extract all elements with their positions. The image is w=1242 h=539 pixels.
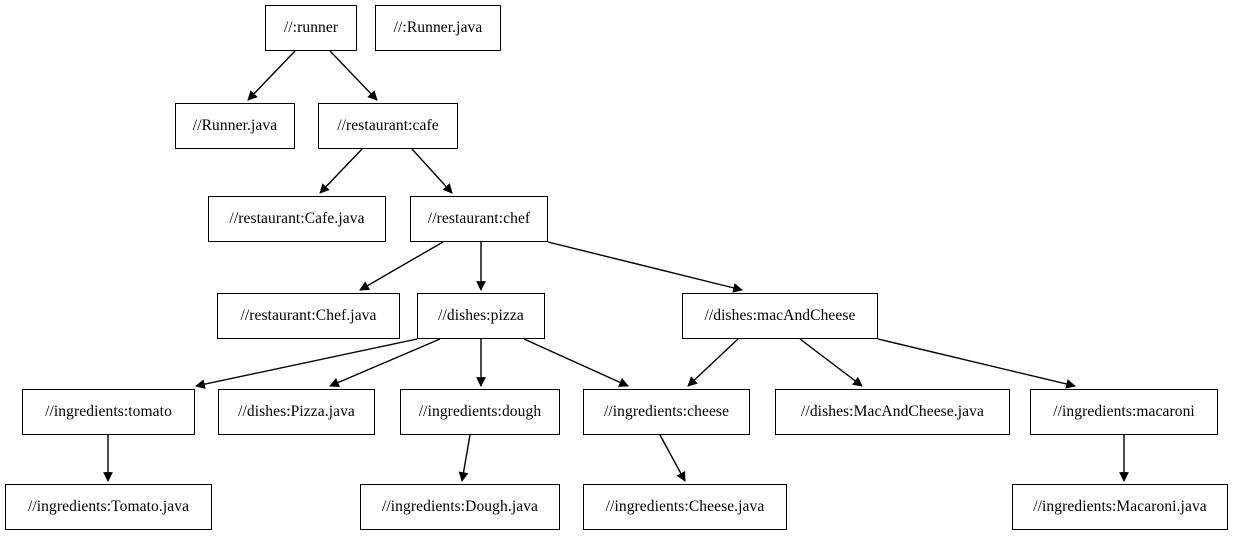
graph-edge-restaurant_chef-to-dishes_macandcheese [547,241,743,293]
graph-edge-runner-to-restaurant_cafe [329,50,378,101]
graph-edge-runner-to-runner_java [247,50,296,101]
graph-edge-dishes_macandcheese-to-ing_macaroni [877,338,1076,389]
graph-edge-restaurant_cafe-to-cafe_java [319,148,363,194]
graph-node-label: //restaurant:chef [427,210,531,228]
graph-node-label: //ingredients:Macaroni.java [1033,498,1207,516]
graph-edge-ing_cheese-to-cheese_java [659,434,686,482]
graph-edge-dishes_pizza-to-ing_tomato [195,338,418,389]
graph-node-macandcheese_java[interactable]: //dishes:MacAndCheese.java [775,389,1010,435]
graph-node-runner_java[interactable]: //Runner.java [175,103,295,149]
graph-node-runner[interactable]: //:runner [265,5,357,51]
graph-node-restaurant_cafe[interactable]: //restaurant:cafe [318,103,458,149]
graph-node-label: //dishes:pizza [438,307,524,325]
graph-node-label: //restaurant:cafe [337,117,439,135]
graph-node-label: //ingredients:macaroni [1053,403,1195,421]
graph-node-ing_macaroni[interactable]: //ingredients:macaroni [1030,389,1218,435]
graph-node-label: //ingredients:cheese [603,403,730,421]
graph-node-pizza_java[interactable]: //dishes:Pizza.java [218,389,375,435]
graph-edge-dishes_macandcheese-to-ing_cheese [687,338,739,387]
graph-node-tomato_java[interactable]: //ingredients:Tomato.java [5,484,212,530]
graph-edge-dishes_pizza-to-ing_cheese [523,338,629,387]
graph-node-label: //:Runner.java [393,19,483,37]
graph-edge-dishes_macandcheese-to-macandcheese_java [799,338,863,387]
graph-edge-restaurant_cafe-to-restaurant_chef [411,148,453,194]
graph-node-label: //dishes:Pizza.java [238,403,355,421]
graph-edge-restaurant_chef-to-chef_java [359,241,444,291]
graph-node-runner_java_root[interactable]: //:Runner.java [375,5,501,51]
graph-node-ing_dough[interactable]: //ingredients:dough [400,389,560,435]
graph-node-label: //restaurant:Chef.java [240,307,377,325]
graph-node-label: //dishes:macAndCheese [704,307,856,325]
graph-node-dishes_pizza[interactable]: //dishes:pizza [417,293,545,339]
graph-node-dishes_macandcheese[interactable]: //dishes:macAndCheese [682,293,878,339]
graph-node-restaurant_chef[interactable]: //restaurant:chef [410,196,548,242]
graph-node-label: //ingredients:tomato [45,403,172,421]
graph-node-ing_cheese[interactable]: //ingredients:cheese [583,389,750,435]
graph-edge-dishes_pizza-to-pizza_java [329,338,441,388]
graph-node-label: //dishes:MacAndCheese.java [801,403,984,421]
graph-node-cheese_java[interactable]: //ingredients:Cheese.java [583,484,787,530]
graph-node-label: //ingredients:Cheese.java [605,498,765,516]
graph-edge-ing_dough-to-dough_java [458,434,471,482]
graph-node-macaroni_java[interactable]: //ingredients:Macaroni.java [1012,484,1228,530]
graph-node-ing_tomato[interactable]: //ingredients:tomato [22,389,195,435]
graph-node-label: //:runner [283,19,339,37]
graph-node-dough_java[interactable]: //ingredients:Dough.java [360,484,560,530]
graph-node-cafe_java[interactable]: //restaurant:Cafe.java [208,196,386,242]
graph-node-chef_java[interactable]: //restaurant:Chef.java [217,293,400,339]
graph-node-label: //ingredients:dough [418,403,542,421]
graph-node-label: //restaurant:Cafe.java [229,210,365,228]
graph-node-label: //ingredients:Tomato.java [27,498,190,516]
graph-node-label: //ingredients:Dough.java [381,498,539,516]
graph-node-label: //Runner.java [192,117,278,135]
